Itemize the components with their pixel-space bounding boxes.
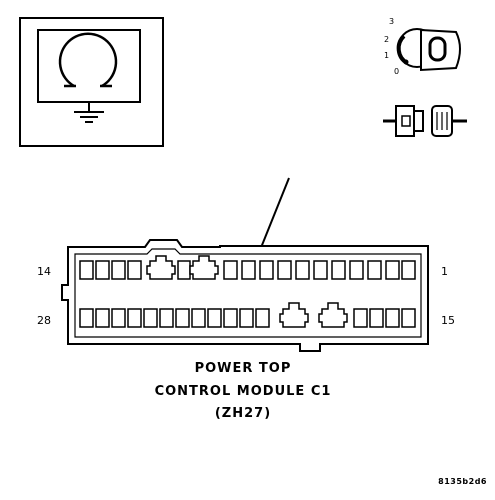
cavity-11 (127, 260, 142, 280)
cavity-20 (207, 308, 222, 328)
cavity-12 (111, 260, 126, 280)
connector-title-line-2: CONTROL MODULE C1 (155, 384, 332, 399)
cavity-26 (111, 308, 126, 328)
figure-reference: 8135b2d6 (438, 477, 487, 486)
ohmmeter-icon (19, 17, 164, 147)
ignition-position-1: 1 (384, 51, 389, 60)
ignition-position-3: 3 (389, 17, 394, 26)
cavity-8 (189, 255, 219, 280)
cavity-13 (95, 260, 110, 280)
connector-title-line-1: POWER TOP (195, 361, 292, 376)
cavity-3 (331, 260, 346, 280)
ignition-key-icon: 3 2 1 0 (384, 17, 461, 76)
cavity-10 (146, 255, 176, 280)
cavity-19 (223, 308, 238, 328)
connector-title-line-3: (ZH27) (215, 406, 271, 421)
cavity-2 (367, 260, 382, 280)
cavity-5 (259, 260, 274, 280)
cavity-15 (318, 302, 348, 328)
cavity-7 (223, 260, 238, 280)
cavity-6 (241, 260, 256, 280)
top-row-cavities (79, 255, 416, 280)
cavity-9 (177, 260, 191, 280)
ignition-position-2: 2 (384, 35, 389, 44)
cavity-4 (295, 260, 310, 280)
cavity-18 (239, 308, 254, 328)
pin-label-28: 28 (37, 314, 51, 327)
cavity-21 (191, 308, 206, 328)
cavity-27 (95, 308, 110, 328)
pin-label-14: 14 (37, 265, 51, 278)
pin-label-1: 1 (441, 265, 448, 278)
pin-label-15: 15 (441, 314, 455, 327)
bottom-row-cavities (79, 302, 416, 328)
cavity-22 (175, 308, 190, 328)
cavity-24 (143, 308, 158, 328)
cavity-1 (401, 260, 416, 280)
cavity-23 (159, 308, 174, 328)
cavity-25 (127, 308, 142, 328)
connector-plug-icon (383, 105, 467, 137)
cavity-17 (255, 308, 270, 328)
ignition-position-0: 0 (394, 67, 399, 76)
cavity-14 (79, 260, 94, 280)
cavity-16 (279, 302, 309, 328)
connector-body (61, 239, 429, 352)
cavity-28 (79, 308, 94, 328)
